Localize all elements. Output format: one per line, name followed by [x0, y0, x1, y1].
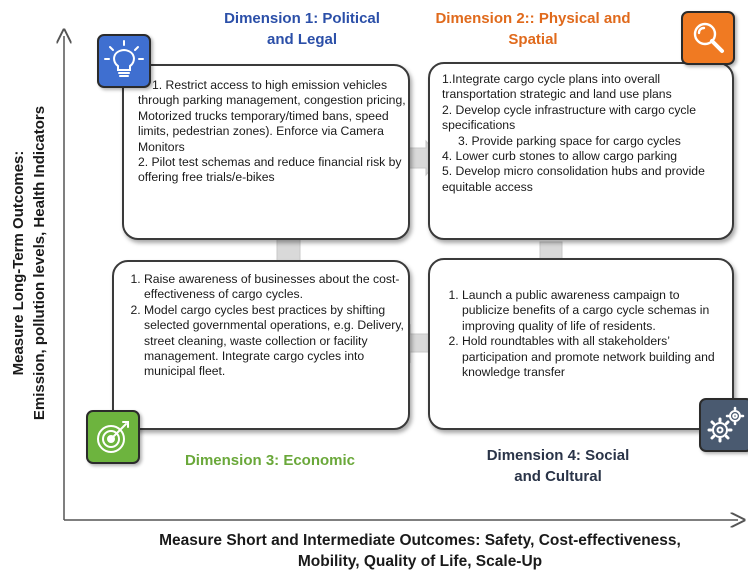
- dimension-1-item: 1. Restrict access to high emission vehi…: [138, 78, 406, 154]
- y-axis-label-line1: Measure Long-Term Outcomes:: [10, 150, 27, 376]
- target-icon: [86, 410, 140, 464]
- dimension-1-title: Dimension 1: Political and Legal: [196, 8, 408, 50]
- dimension-3-title-text: Dimension 3: Economic: [184, 452, 356, 469]
- x-axis-label-line2: Mobility, Quality of Life, Scale-Up: [297, 553, 543, 570]
- dimension-1-title-line1: Dimension 1: Political: [224, 10, 380, 27]
- dimension-3-box: Raise awareness of businesses about the …: [112, 260, 410, 430]
- dimension-1-item: 2. Pilot test schemas and reduce financi…: [138, 155, 402, 185]
- dimension-2-title: Dimension 2:: Physical and Spatial: [418, 8, 648, 50]
- dimension-4-box: Launch a public awareness campaign to pu…: [428, 258, 734, 430]
- dimension-2-item: 2. Develop cycle infrastructure with car…: [442, 102, 697, 133]
- dimension-3-item: Raise awareness of businesses about the …: [144, 272, 406, 303]
- y-axis-label-line2: Emission, pollution levels, Health Indic…: [31, 105, 48, 421]
- dimension-3-item: Model cargo cycles best practices by shi…: [144, 303, 406, 380]
- lightbulb-icon: [97, 34, 151, 88]
- dimension-4-title-line2: and Cultural: [514, 468, 602, 485]
- dimension-4-item: Hold roundtables with all stakeholders’ …: [462, 334, 724, 380]
- dimension-2-title-line2: Spatial: [508, 31, 558, 48]
- dimension-2-box: 1.Integrate cargo cycle plans into overa…: [428, 62, 734, 240]
- dimension-3-title: Dimension 3: Economic: [160, 450, 380, 471]
- dimension-4-title: Dimension 4: Social and Cultural: [448, 445, 668, 487]
- gears-icon: [699, 398, 748, 452]
- x-axis-label: Measure Short and Intermediate Outcomes:…: [95, 530, 745, 572]
- dimension-2-item: 5. Develop micro consolidation hubs and …: [442, 164, 705, 194]
- dimension-2-title-line1: Dimension 2:: Physical and: [435, 10, 631, 27]
- dimension-1-title-line2: and Legal: [266, 31, 337, 48]
- dimension-4-title-line1: Dimension 4: Social: [486, 447, 630, 464]
- magnifier-icon: [681, 11, 735, 65]
- dimension-2-item: 4. Lower curb stones to allow cargo park…: [442, 149, 678, 164]
- dimension-1-box: 1. Restrict access to high emission vehi…: [122, 64, 410, 240]
- dimension-2-item: 3. Provide parking space for cargo cycle…: [458, 133, 681, 148]
- x-axis-label-line1: Measure Short and Intermediate Outcomes:…: [159, 532, 681, 549]
- dimension-4-item: Launch a public awareness campaign to pu…: [462, 288, 724, 334]
- y-axis-label: Measure Long-Term Outcomes: Emission, po…: [8, 43, 52, 483]
- dimension-2-item: 1.Integrate cargo cycle plans into overa…: [442, 72, 672, 102]
